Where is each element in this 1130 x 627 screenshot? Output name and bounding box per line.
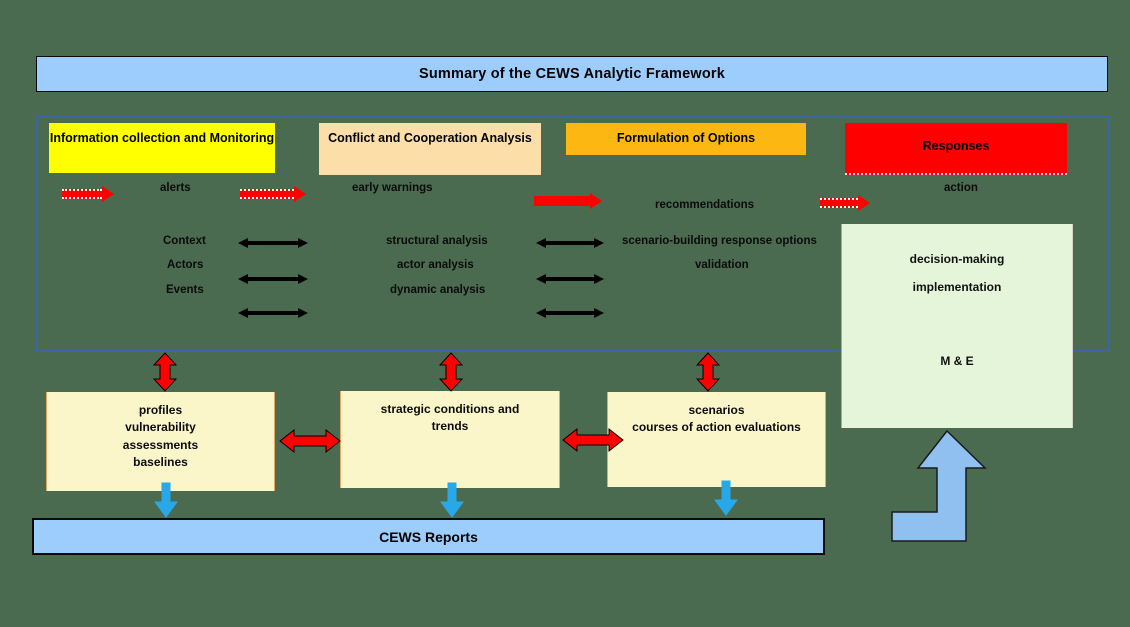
analysis-label-validation: validation (695, 259, 749, 271)
title-banner: Summary of the CEWS Analytic Framework (36, 56, 1108, 92)
analysis-label-actor-analysis: actor analysis (397, 259, 474, 271)
product-box-strategic-conditions-text: strategic conditions and trends (381, 401, 520, 436)
arrow-head-right (594, 273, 604, 284)
decision-label-m-and-e: M & E (940, 354, 974, 368)
arrow-shaft (248, 310, 298, 315)
double-arrow-horizontal-icon-r2 (536, 273, 604, 284)
double-arrow-vertical-icon-3 (695, 352, 721, 392)
feedback-arrow-l-shape-icon (890, 429, 990, 542)
arrow-down-icon-2 (440, 482, 464, 518)
arrow-head-right (298, 273, 308, 284)
framework-frame (36, 116, 1110, 352)
stage-box-conflict-analysis: Conflict and Cooperation Analysis (319, 123, 541, 175)
flow-label-recommendations: recommendations (655, 199, 755, 211)
double-arrow-horizontal-icon-l3 (238, 307, 308, 318)
decision-making-box: decision-making implementation M & E (841, 224, 1073, 428)
product-box-scenarios-text: scenarios courses of action evaluations (632, 402, 801, 437)
arrow-head-right (594, 237, 604, 248)
arrow-head-right (298, 307, 308, 318)
stage-label-responses: Responses (922, 139, 990, 153)
arrow-down-icon-1 (154, 482, 178, 518)
product-box-profiles: profiles vulnerability assessments basel… (46, 392, 275, 491)
double-arrow-horizontal-icon-r1 (536, 237, 604, 248)
arrow-shaft (534, 196, 590, 206)
product-line: courses of action evaluations (632, 420, 801, 435)
arrow-shaft (546, 310, 594, 315)
product-line: scenarios (688, 403, 745, 417)
arrow-head (102, 186, 114, 202)
arrow-down-icon-3 (714, 480, 738, 516)
arrow-head-left (536, 273, 546, 284)
red-arrow-right-icon-2 (240, 186, 306, 202)
stage-box-formulation-options: Formulation of Options (566, 123, 806, 155)
arrow-shaft (820, 198, 858, 208)
double-arrow-vertical-icon-2 (438, 352, 464, 392)
arrow-shaft (248, 276, 298, 281)
arrow-shaft (248, 240, 298, 245)
product-line: baselines (133, 455, 188, 470)
arrow-head-left (536, 237, 546, 248)
decision-label-implementation: implementation (912, 280, 1002, 294)
analysis-label-structural-analysis: structural analysis (386, 235, 488, 247)
red-arrow-right-icon-1 (62, 186, 114, 202)
double-arrow-horizontal-icon-l1 (238, 237, 308, 248)
stage-label-formulation-options: Formulation of Options (616, 131, 756, 145)
flow-label-alerts: alerts (160, 182, 191, 194)
product-line: trends (431, 419, 469, 434)
arrow-head-left (238, 273, 248, 284)
arrow-head-left (238, 307, 248, 318)
decision-label-decision-making: decision-making (909, 252, 1005, 266)
arrow-head-right (298, 237, 308, 248)
arrow-shaft (240, 189, 294, 199)
analysis-label-events: Events (166, 284, 204, 296)
flow-label-action: action (944, 182, 978, 194)
arrow-head (294, 186, 306, 202)
double-arrow-horizontal-red-icon-2 (562, 427, 624, 453)
title-banner-text: Summary of the CEWS Analytic Framework (419, 66, 725, 82)
stage-label-information-collection: Information collection and Monitoring (49, 131, 275, 145)
stage-box-responses: Responses (845, 123, 1067, 175)
arrow-shaft (62, 189, 102, 199)
stage-label-conflict-analysis: Conflict and Cooperation Analysis (328, 131, 532, 145)
arrow-shaft (546, 276, 594, 281)
product-line: profiles (138, 403, 183, 417)
product-line: assessments (122, 437, 199, 452)
reports-banner-text: CEWS Reports (379, 528, 478, 545)
double-arrow-horizontal-red-icon-1 (279, 428, 341, 454)
arrow-head (858, 195, 870, 211)
product-line: vulnerability (125, 420, 196, 435)
product-box-profiles-text: profiles vulnerability assessments basel… (123, 402, 198, 472)
flow-label-early-warnings: early warnings (352, 182, 433, 194)
arrow-head-left (238, 237, 248, 248)
double-arrow-horizontal-icon-r3 (536, 307, 604, 318)
red-arrow-right-icon-4 (820, 195, 870, 211)
arrow-head-left (536, 307, 546, 318)
arrow-head (590, 193, 602, 209)
stage-box-information-collection: Information collection and Monitoring (49, 123, 275, 173)
analysis-label-dynamic-analysis: dynamic analysis (390, 284, 486, 296)
analysis-label-actors: Actors (167, 259, 204, 271)
double-arrow-vertical-icon-1 (152, 352, 178, 392)
red-arrow-right-icon-3 (534, 193, 602, 209)
analysis-label-context: Context (163, 235, 206, 247)
product-line: strategic conditions and (380, 402, 520, 416)
reports-banner: CEWS Reports (32, 518, 825, 555)
analysis-label-scenario-building: scenario-building response options (622, 235, 817, 247)
product-box-strategic-conditions: strategic conditions and trends (340, 391, 560, 488)
product-box-scenarios: scenarios courses of action evaluations (607, 392, 826, 487)
arrow-shaft (546, 240, 594, 245)
arrow-head-right (594, 307, 604, 318)
double-arrow-horizontal-icon-l2 (238, 273, 308, 284)
